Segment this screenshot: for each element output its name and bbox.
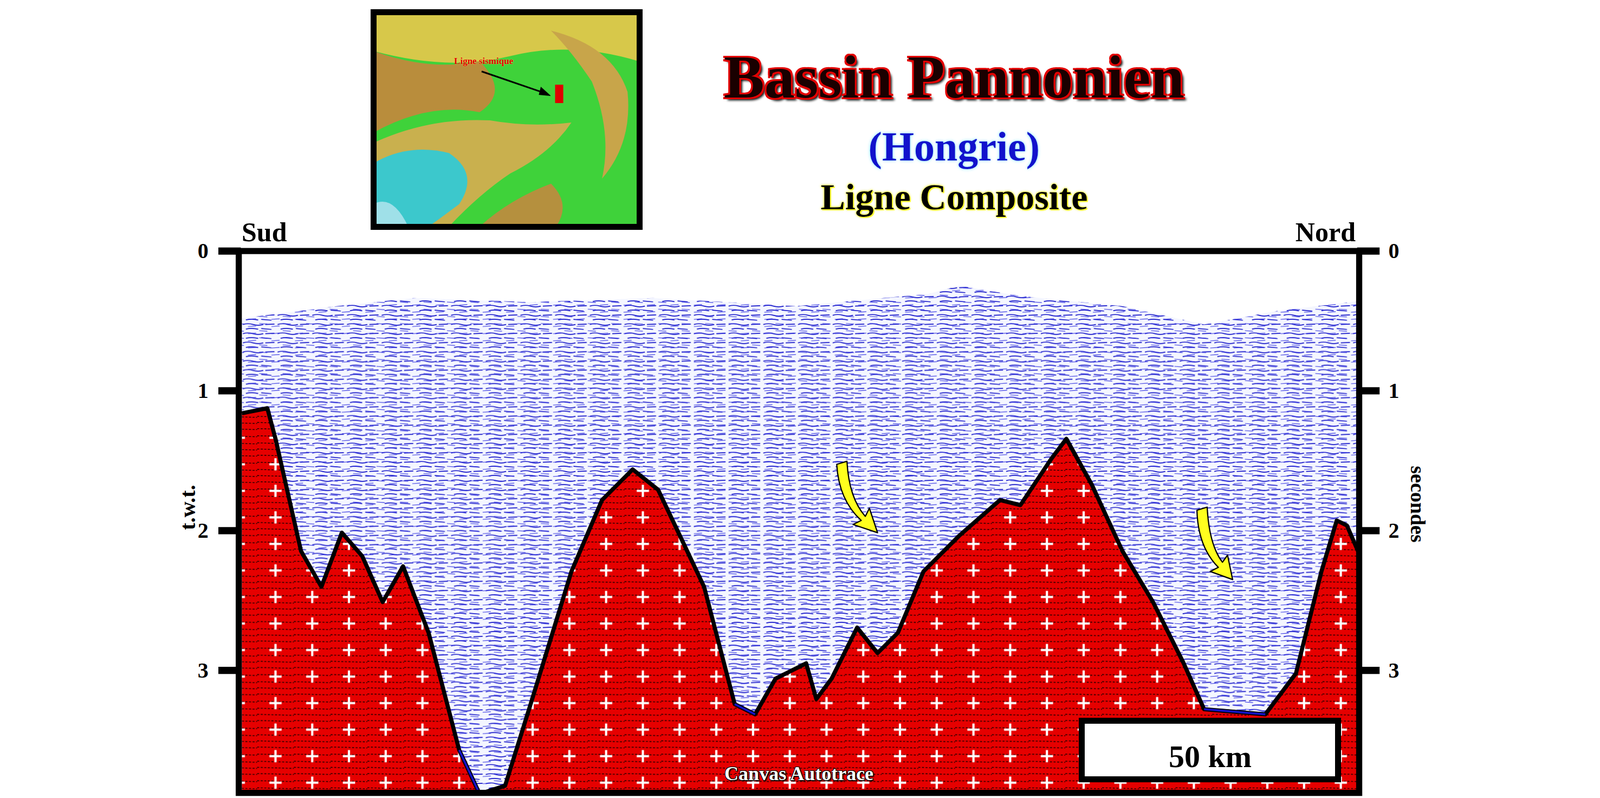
axis-ticks	[218, 250, 1380, 671]
axis-tick-label: 3	[197, 658, 209, 683]
node-text: 50 km	[1168, 739, 1252, 774]
location-map	[373, 12, 639, 227]
node-text: Ligne sismique	[454, 56, 514, 67]
direction-label: Nord	[1295, 216, 1356, 247]
axis-tick-label: 1	[197, 378, 209, 403]
basement	[241, 407, 1357, 791]
yellow-arrows	[836, 461, 1233, 580]
basement-top	[241, 407, 1357, 791]
section-frame	[238, 250, 1360, 793]
subtitle: (Hongrie)	[868, 124, 1041, 170]
title: Bassin Pannonien	[723, 44, 1185, 112]
watermark: Canvas Autotrace	[724, 762, 874, 785]
scale-bar-box: 50 km	[1078, 717, 1342, 782]
location-map-frame: Ligne sismique	[370, 9, 644, 230]
axis-tick-label: 0	[197, 238, 209, 263]
axis-tick-label: 1	[1388, 378, 1400, 403]
axis-title: secondes	[1406, 465, 1429, 543]
axis-tick-label: 0	[1388, 238, 1400, 263]
axis-title: t.w.t.	[176, 484, 200, 530]
subtitle: Ligne Composite	[820, 176, 1088, 218]
axis-tick-label: 2	[1388, 518, 1400, 543]
axis-tick-label: 3	[1388, 658, 1400, 683]
direction-label: Sud	[241, 216, 287, 247]
